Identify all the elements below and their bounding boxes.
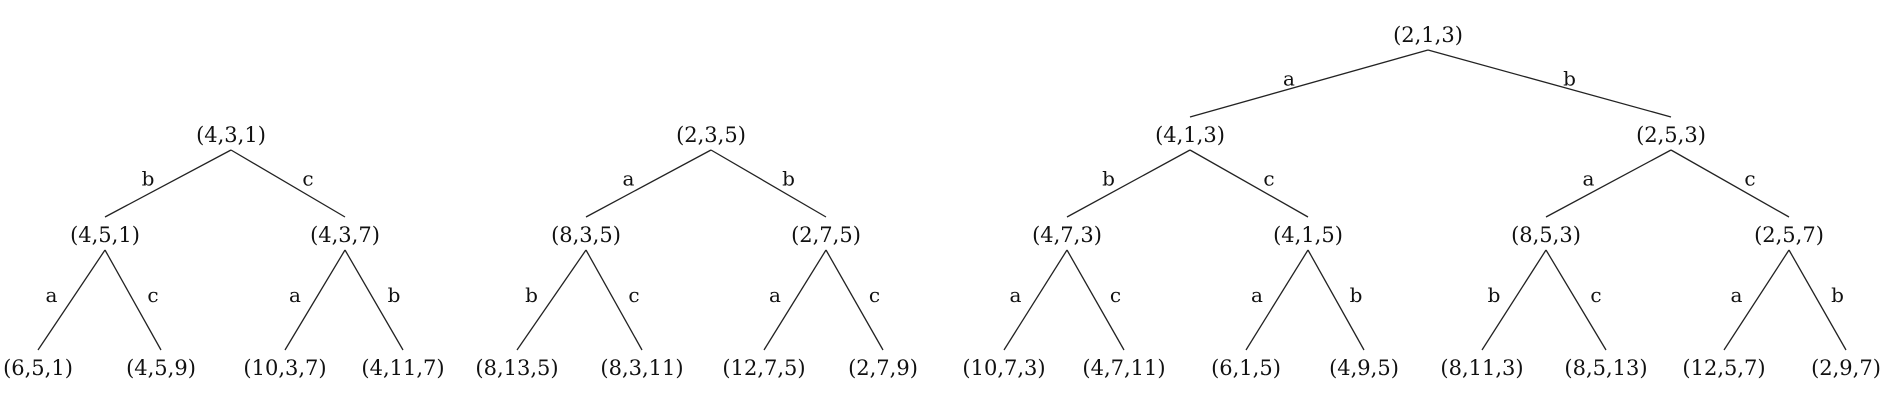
tree-node-8-3-5: (8,3,5) [551, 223, 621, 247]
tree-edge-b [1788, 249, 1847, 351]
tree-node-4-9-5: (4,9,5) [1329, 356, 1399, 380]
tree-node-8-5-13: (8,5,13) [1564, 356, 1647, 380]
tree-node-2-7-5: (2,7,5) [791, 223, 861, 247]
edge-label-a: a [289, 283, 301, 307]
edge-label-a: a [1010, 283, 1022, 307]
tree-node-12-7-5: (12,7,5) [722, 356, 805, 380]
tree-edge-a [37, 249, 106, 351]
edge-label-b: b [525, 283, 538, 307]
tree-node-6-1-5: (6,1,5) [1211, 356, 1281, 380]
edge-label-c: c [869, 283, 880, 307]
edge-label-a: a [769, 283, 781, 307]
tree-node-8-5-3: (8,5,3) [1511, 223, 1581, 247]
tree-node-8-11-3: (8,11,3) [1440, 356, 1523, 380]
edge-label-c: c [628, 283, 639, 307]
tree-edge-b [516, 249, 587, 351]
tree-edge-a [1003, 249, 1068, 351]
tree-edge-a [1189, 49, 1429, 118]
tree-node-4-1-3: (4,1,3) [1155, 123, 1225, 147]
tree-node-2-5-3: (2,5,3) [1636, 123, 1706, 147]
edge-label-b: b [1831, 283, 1844, 307]
tree-node-10-7-3: (10,7,3) [962, 356, 1045, 380]
tree-edge-b [1307, 249, 1365, 351]
edge-label-c: c [1263, 167, 1274, 191]
tree-edge-c [230, 149, 346, 218]
tree-node-4-1-5: (4,1,5) [1273, 223, 1343, 247]
edge-label-b: b [1350, 283, 1363, 307]
tree-node-10-3-7: (10,3,7) [243, 356, 326, 380]
tree-node-6-5-1: (6,5,1) [3, 356, 73, 380]
tree-edge-a [585, 149, 712, 218]
tree-node-4-7-11: (4,7,11) [1082, 356, 1165, 380]
edge-label-c: c [147, 283, 158, 307]
tree-node-4-5-1: (4,5,1) [70, 223, 140, 247]
edge-label-c: c [1590, 283, 1601, 307]
tree-edge-a [1723, 249, 1790, 351]
edge-label-b: b [142, 167, 155, 191]
edge-label-a: a [623, 167, 635, 191]
tree-node-12-5-7: (12,5,7) [1682, 356, 1765, 380]
edge-label-b: b [782, 167, 795, 191]
tree-edge-a [284, 249, 346, 351]
tree-edge-c [1189, 149, 1309, 218]
edge-label-a: a [1251, 283, 1263, 307]
edge-label-c: c [1110, 283, 1121, 307]
tree-node-4-3-1: (4,3,1) [196, 123, 266, 147]
edge-label-a: a [1731, 283, 1743, 307]
tree-edge-a [763, 249, 827, 351]
edge-label-b: b [388, 283, 401, 307]
tree-edge-a [1245, 249, 1309, 351]
edge-label-a: a [46, 283, 58, 307]
tree-edge-b [1481, 249, 1547, 351]
tree-node-2-5-7: (2,5,7) [1754, 223, 1824, 247]
tree-edge-b [104, 149, 232, 218]
edge-label-c: c [1744, 167, 1755, 191]
tree-edge-c [104, 249, 162, 351]
tree-node-2-3-5: (2,3,5) [676, 123, 746, 147]
tree-edge-c [1670, 149, 1790, 218]
tree-edge-b [710, 149, 827, 218]
tree-edge-a [1545, 149, 1672, 218]
edge-label-b: b [1102, 167, 1115, 191]
edge-label-a: a [1583, 167, 1595, 191]
edge-label-b: b [1563, 67, 1576, 91]
tree-edge-c [585, 249, 643, 351]
tree-node-2-1-3: (2,1,3) [1393, 23, 1463, 47]
tree-node-2-7-9: (2,7,9) [848, 356, 918, 380]
tree-edge-c [1066, 249, 1125, 351]
tree-node-4-5-9: (4,5,9) [126, 356, 196, 380]
tree-edge-c [825, 249, 884, 351]
tree-edge-b [1427, 49, 1672, 118]
tree-edge-b [344, 249, 404, 351]
tree-edge-b [1066, 149, 1191, 218]
edge-label-c: c [302, 167, 313, 191]
tree-node-4-3-7: (4,3,7) [310, 223, 380, 247]
tree-node-4-7-3: (4,7,3) [1032, 223, 1102, 247]
tree-node-2-9-7: (2,9,7) [1811, 356, 1881, 380]
edge-label-a: a [1283, 67, 1295, 91]
edge-label-b: b [1488, 283, 1501, 307]
tree-node-8-3-11: (8,3,11) [600, 356, 683, 380]
tree-node-8-13-5: (8,13,5) [475, 356, 558, 380]
tree-node-4-11-7: (4,11,7) [361, 356, 444, 380]
tree-edge-c [1545, 249, 1607, 351]
